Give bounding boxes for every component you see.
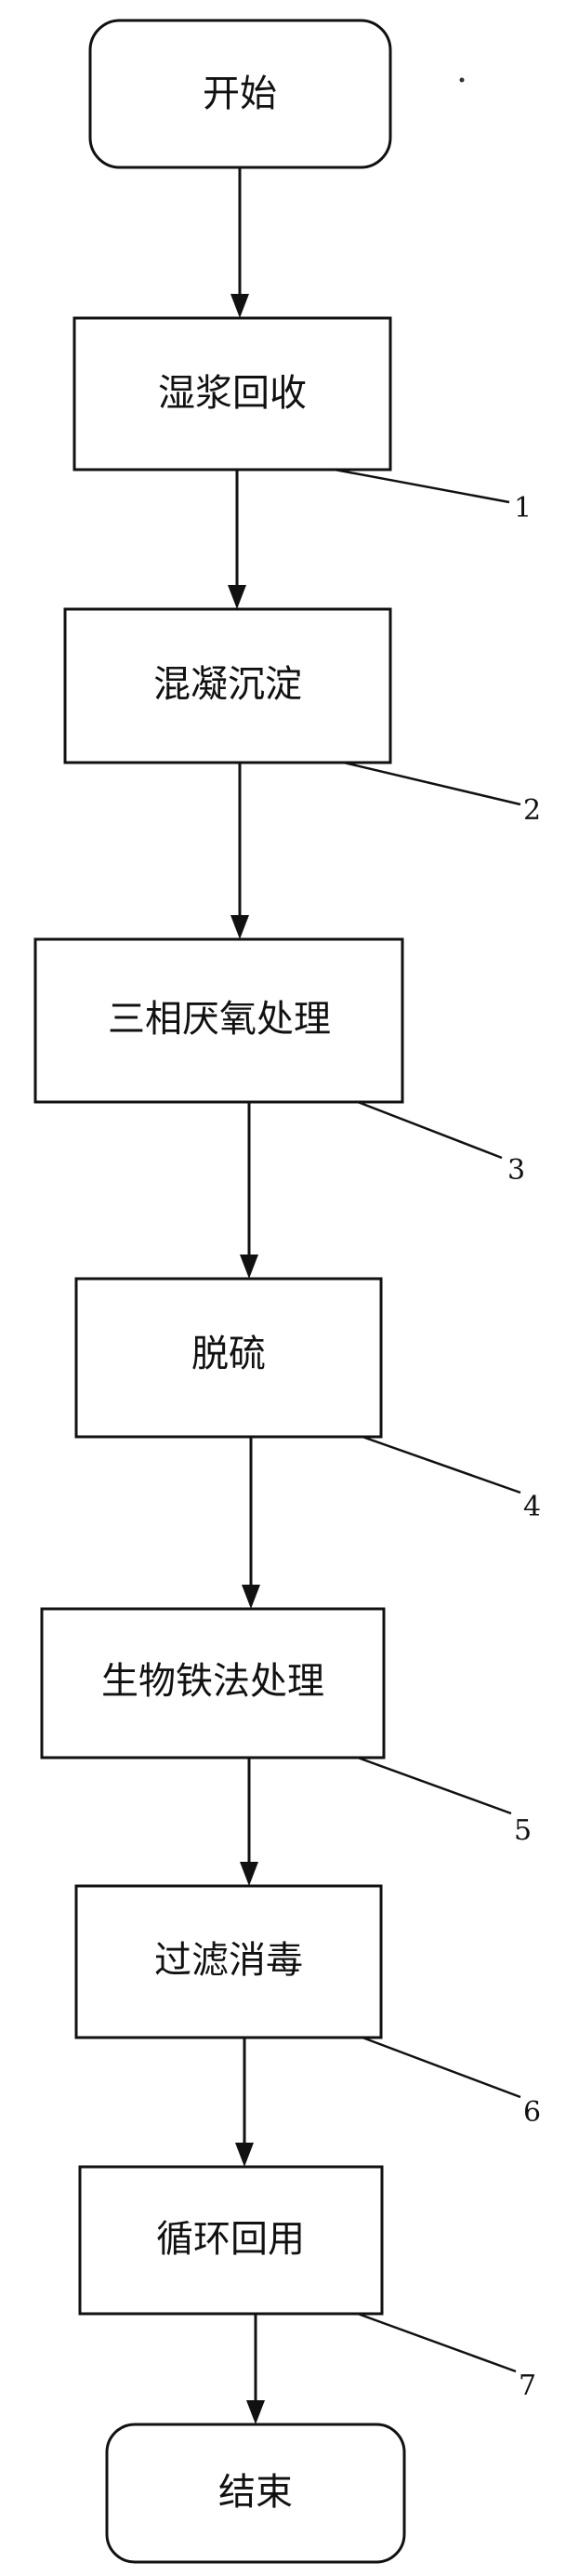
node-start: 开始	[88, 19, 392, 169]
reference-2: 2	[343, 761, 541, 827]
node-desulfurization-label: 脱硫	[191, 1333, 266, 1375]
arrow-start-to-wet-pulp	[230, 167, 249, 318]
reference-number-1: 1	[514, 492, 532, 524]
node-filtration-disinfection: 过滤消毒	[74, 1884, 383, 2039]
node-wet-pulp-recovery: 湿浆回收	[72, 316, 392, 471]
node-three-phase-anaerobic: 三相厌氧处理	[33, 937, 404, 1104]
stray-speck	[459, 77, 465, 83]
node-end-label: 结束	[218, 2471, 293, 2514]
arrow-wet-pulp-to-coagulation	[228, 470, 246, 609]
reference-6: 6	[362, 2036, 541, 2129]
node-three-phase-anaerobic-label: 三相厌氧处理	[108, 998, 331, 1041]
reference-7: 7	[357, 2312, 536, 2402]
reference-number-2: 2	[523, 794, 541, 827]
reference-5: 5	[357, 1756, 532, 1847]
node-bio-iron-treatment-label: 生物铁法处理	[101, 1660, 324, 1703]
arrow-coagulation-to-anaerobic	[230, 763, 249, 939]
node-desulfurization: 脱硫	[74, 1277, 383, 1439]
arrow-filtration-to-recycling	[235, 2038, 254, 2167]
reference-4: 4	[362, 1435, 541, 1523]
node-recycling-label: 循环回用	[156, 2218, 305, 2261]
node-end: 结束	[105, 2423, 406, 2564]
arrow-bio-iron-to-filtration	[240, 1758, 258, 1886]
reference-number-6: 6	[523, 2096, 541, 2129]
reference-1: 1	[334, 468, 532, 524]
reference-number-5: 5	[514, 1814, 532, 1847]
node-wet-pulp-recovery-label: 湿浆回收	[158, 372, 307, 415]
arrow-anaerobic-to-desulfurization	[240, 1102, 258, 1279]
node-start-label: 开始	[203, 73, 277, 115]
reference-3: 3	[357, 1100, 525, 1187]
arrow-recycling-to-end	[246, 2314, 265, 2424]
reference-number-3: 3	[507, 1154, 525, 1187]
arrow-desulfurization-to-bio-iron	[242, 1437, 260, 1609]
node-coagulation-sedimentation-label: 混凝沉淀	[153, 663, 302, 706]
node-coagulation-sedimentation: 混凝沉淀	[63, 607, 392, 764]
node-filtration-disinfection-label: 过滤消毒	[154, 1939, 303, 1982]
node-bio-iron-treatment: 生物铁法处理	[40, 1607, 386, 1759]
reference-number-7: 7	[519, 2370, 536, 2402]
node-recycling: 循环回用	[78, 2165, 384, 2316]
reference-number-4: 4	[523, 1491, 541, 1523]
